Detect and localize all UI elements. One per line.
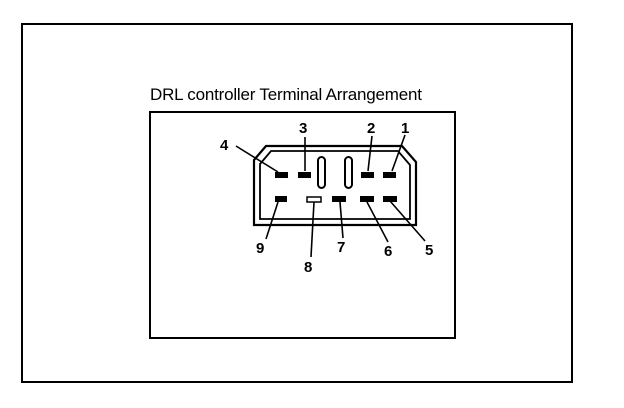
pin-label-6: 6: [384, 243, 392, 260]
pin-label-2: 2: [367, 120, 375, 137]
terminal-6: [360, 196, 374, 202]
pin-label-7: 7: [337, 239, 345, 256]
terminal-3: [298, 172, 311, 178]
pin-label-3: 3: [299, 120, 307, 137]
diagram-title: DRL controller Terminal Arrangement: [150, 85, 422, 104]
leader-line-6: [366, 201, 389, 243]
pin-label-4: 4: [220, 137, 229, 154]
connector-housing-inner: [259, 150, 411, 220]
connector-lock-tab-left: [317, 156, 326, 189]
pin-label-5: 5: [425, 242, 433, 259]
terminal-8: [306, 196, 322, 203]
pin-label-8: 8: [304, 259, 312, 276]
connector-housing-outer: [252, 144, 418, 227]
leader-line-8: [310, 201, 315, 258]
terminal-9: [275, 196, 287, 202]
leader-line-2: [367, 135, 373, 172]
pin-label-9: 9: [256, 240, 264, 257]
leader-line-7: [339, 201, 344, 239]
inner-frame: [149, 111, 456, 339]
terminal-7: [332, 196, 346, 202]
outer-frame: [21, 23, 573, 383]
leader-line-5: [389, 200, 426, 242]
pin-label-1: 1: [401, 120, 409, 137]
terminal-4: [275, 172, 288, 178]
terminal-5: [383, 196, 397, 202]
leader-line-1: [391, 134, 406, 172]
connector-lock-tab-right: [344, 156, 353, 189]
terminal-2: [361, 172, 374, 178]
terminal-1: [383, 172, 396, 178]
leader-line-9: [265, 201, 279, 240]
leader-line-4: [235, 145, 279, 173]
